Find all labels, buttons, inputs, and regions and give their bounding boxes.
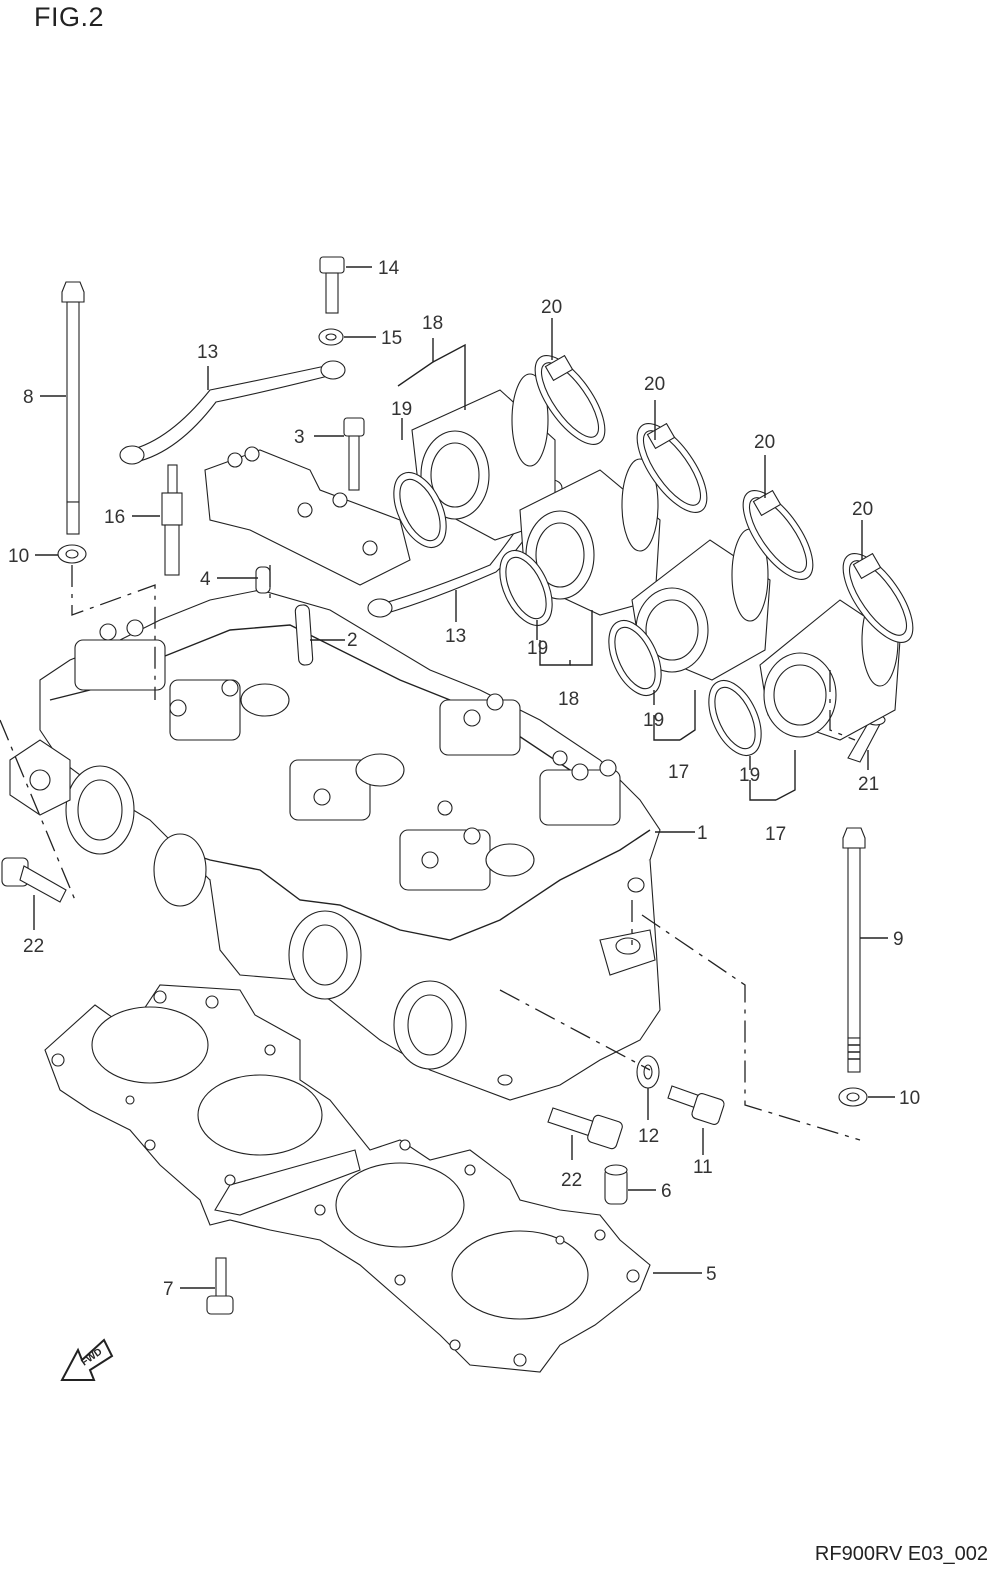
o-ring-19a[interactable] [383, 464, 457, 555]
stud-bolt-8[interactable] [61, 281, 85, 535]
washer-10a[interactable] [57, 544, 87, 564]
callout-20b: 20 [644, 374, 665, 395]
callout-10a: 10 [8, 546, 29, 567]
callout-14: 14 [378, 258, 400, 279]
callout-13a: 13 [197, 342, 218, 363]
union-bolt-14[interactable] [319, 256, 345, 314]
stud-bolt-9[interactable] [842, 827, 866, 1073]
callout-4: 4 [200, 569, 211, 590]
callout-19b: 19 [527, 638, 548, 659]
callout-21: 21 [858, 774, 879, 795]
callout-10b: 10 [899, 1088, 920, 1109]
assembly-lines [0, 565, 861, 1141]
dowel-pin-2[interactable] [294, 604, 314, 666]
callout-19d: 19 [739, 765, 760, 786]
dowel-6[interactable] [604, 1164, 628, 1205]
callout-19a: 19 [391, 399, 412, 420]
bolt-22-right[interactable] [547, 1107, 624, 1150]
cylinder-head-gasket[interactable] [44, 984, 651, 1373]
bolt-7[interactable] [206, 1257, 234, 1315]
bolt-11[interactable] [667, 1085, 725, 1126]
callout-20a: 20 [541, 297, 562, 318]
callout-1: 1 [697, 823, 708, 844]
callout-16: 16 [104, 507, 125, 528]
callout-11: 11 [693, 1157, 713, 1178]
callout-18b: 18 [558, 689, 579, 710]
clamp-20c[interactable] [730, 480, 826, 590]
callout-17b: 17 [765, 824, 786, 845]
cam-holder[interactable] [204, 446, 411, 586]
clamp-20d[interactable] [830, 543, 926, 653]
leader-lines [33, 266, 895, 1289]
callout-3: 3 [294, 427, 305, 448]
figure-title: FIG.2 [34, 2, 105, 32]
diagram-code: RF900RV E03_002 [814, 1543, 988, 1565]
o-ring-19c[interactable] [598, 612, 672, 703]
callout-7: 7 [163, 1279, 174, 1300]
callout-20d: 20 [852, 499, 873, 520]
bolt-22-left[interactable] [1, 857, 67, 903]
oil-pipe-13-upper[interactable] [119, 360, 346, 465]
washer-12[interactable] [636, 1055, 660, 1089]
callout-17a: 17 [668, 762, 689, 783]
callout-8: 8 [23, 387, 34, 408]
gasket-washer-15[interactable] [318, 328, 344, 346]
callout-22b: 22 [561, 1170, 582, 1191]
callout-20c: 20 [754, 432, 775, 453]
callout-15: 15 [381, 328, 402, 349]
callout-22a: 22 [23, 936, 44, 957]
clamp-20b[interactable] [624, 413, 720, 523]
washer-10b[interactable] [838, 1087, 868, 1107]
bolt-3[interactable] [343, 417, 365, 491]
callout-12: 12 [638, 1126, 659, 1147]
fwd-arrow-icon: FWD [60, 1338, 114, 1381]
clamp-20a[interactable] [522, 345, 618, 455]
callout-19c: 19 [643, 710, 664, 731]
cylinder-head[interactable] [9, 589, 661, 1101]
intake-pipe-17a[interactable] [631, 528, 771, 681]
o-ring-19b[interactable] [489, 542, 563, 633]
callout-6: 6 [661, 1181, 672, 1202]
o-ring-19d[interactable] [698, 672, 772, 763]
callout-labels: 1 2 3 4 5 6 7 8 9 10 10 11 12 13 13 14 1… [8, 258, 920, 1300]
dowel-pin-4[interactable] [255, 566, 271, 594]
callout-5: 5 [706, 1264, 717, 1285]
spark-plug-16[interactable] [161, 464, 183, 576]
callout-2: 2 [347, 630, 358, 651]
callout-9: 9 [893, 929, 904, 950]
callout-13b: 13 [445, 626, 466, 647]
callout-18a: 18 [422, 313, 443, 334]
